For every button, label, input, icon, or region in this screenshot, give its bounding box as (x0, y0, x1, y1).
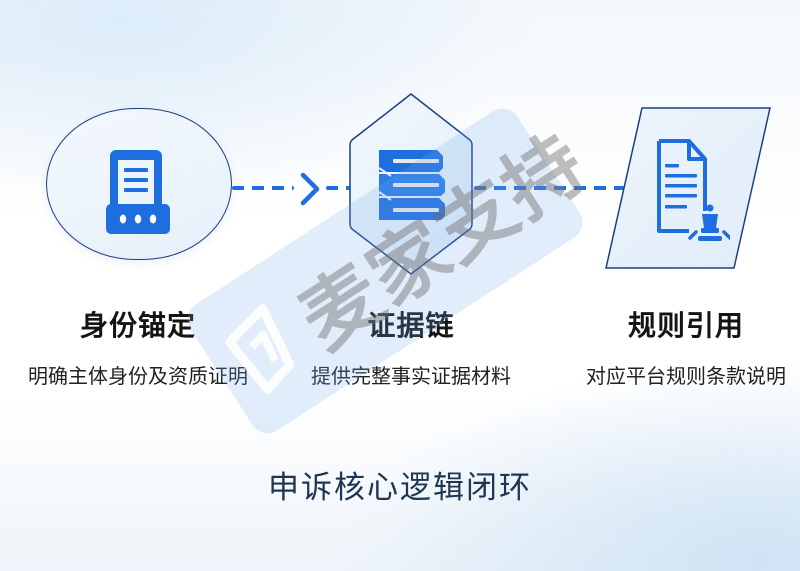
arrow-chevron-icon (300, 172, 320, 206)
step-1-title: 身份锚定 (79, 309, 196, 342)
step-2-title: 证据链 (367, 309, 455, 342)
step-3-description: 对应平台规则条款说明 (586, 364, 786, 388)
id-document-icon (106, 150, 170, 234)
connector-1-to-2-tail (326, 186, 350, 190)
step-3-title: 规则引用 (627, 309, 744, 342)
stacked-documents-icon (378, 150, 445, 220)
document-with-judge-icon (657, 139, 730, 241)
step-1-node (46, 108, 232, 260)
step-2-description: 提供完整事实证据材料 (311, 364, 511, 388)
step-3-node (605, 107, 771, 269)
connector-2-to-3 (474, 186, 624, 190)
connector-1-to-2 (232, 186, 294, 190)
footer-title: 申诉核心逻辑闭环 (268, 470, 532, 506)
step-1-description: 明确主体身份及资质证明 (28, 364, 248, 388)
